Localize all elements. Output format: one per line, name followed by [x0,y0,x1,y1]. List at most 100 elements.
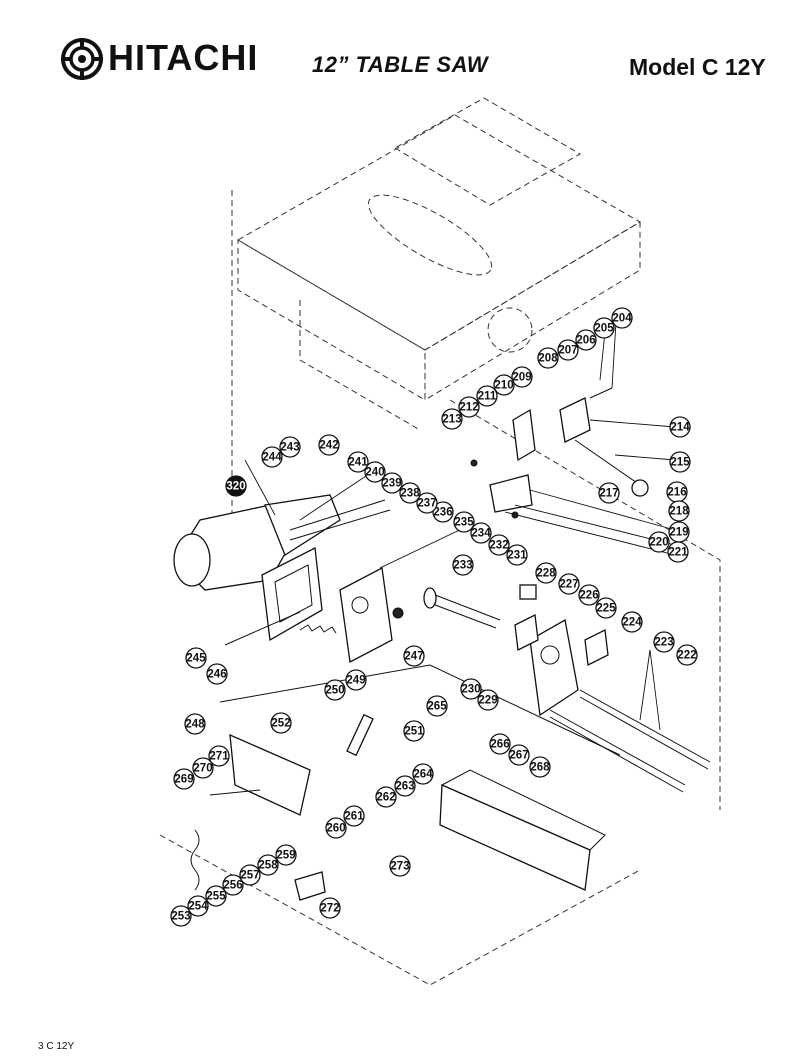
callout-label: 223 [654,637,673,649]
callout-269: 269 [173,768,195,790]
callout-216: 216 [666,481,688,503]
callout-label: 264 [413,769,433,781]
callout-label: 236 [433,507,452,519]
callout-label: 233 [453,560,472,572]
callout-label: 262 [376,792,395,804]
callout-label: 251 [404,726,424,738]
callout-label: 210 [494,380,513,392]
callout-213: 213 [441,408,463,430]
callout-label: 244 [262,452,282,464]
callout-label: 231 [507,550,527,562]
callout-204: 204 [611,307,633,329]
callout-label: 220 [649,537,668,549]
trunnion-bracket [339,566,404,664]
callout-label: 226 [579,590,598,602]
callout-label: 242 [319,440,338,452]
callout-label: 267 [509,750,528,762]
callout-256: 256 [222,874,244,896]
callout-label: 218 [669,506,689,518]
callout-label: 261 [344,811,364,823]
callout-label: 212 [459,402,478,414]
motor-assembly [173,479,391,591]
callout-label: 254 [188,901,208,913]
callout-229: 229 [477,689,499,711]
arbor-shaft [423,587,501,629]
callout-label: 237 [417,498,436,510]
callout-222: 222 [676,644,698,666]
callout-235: 235 [453,511,475,533]
callout-234: 234 [470,522,492,544]
callout-253: 253 [170,905,192,927]
callout-208: 208 [537,347,559,369]
callout-label: 270 [193,763,212,775]
callout-label: 258 [258,860,278,872]
callout-label: 320 [226,481,245,493]
lower-housing [190,664,621,901]
callout-227: 227 [558,573,580,595]
callout-label: 208 [538,353,558,365]
callout-236: 236 [432,501,454,523]
callout-250: 250 [324,679,346,701]
callout-label: 250 [325,685,344,697]
callout-262: 262 [375,786,397,808]
callout-label: 239 [382,478,401,490]
callout-223: 223 [653,631,675,653]
callout-206: 206 [575,329,597,351]
callout-258: 258 [257,854,279,876]
callout-221: 221 [667,541,689,563]
callout-215: 215 [669,451,691,473]
callout-252: 252 [270,712,292,734]
callout-263: 263 [394,775,416,797]
callout-207: 207 [557,339,579,361]
callout-210: 210 [493,374,515,396]
callout-270: 270 [192,757,214,779]
callout-268: 268 [529,756,551,778]
page-title: 12” TABLE SAW [312,52,489,77]
callout-label: 217 [599,488,618,500]
callout-label: 269 [174,774,193,786]
leader-lines [244,321,676,731]
callout-217: 217 [598,482,620,504]
callout-251: 251 [403,720,425,742]
callout-259: 259 [275,844,297,866]
callout-label: 211 [478,391,497,403]
trunnion-casting [514,584,609,717]
callout-label: 243 [280,442,299,454]
callout-label: 234 [471,528,491,540]
callout-265: 265 [426,695,448,717]
callout-264: 264 [412,763,434,785]
callout-271: 271 [208,745,230,767]
callout-label: 206 [576,335,595,347]
callout-260: 260 [325,817,347,839]
callout-label: 216 [667,487,686,499]
callout-label: 260 [326,823,345,835]
callout-label: 259 [276,850,295,862]
brand-name: HITACHI [108,37,259,78]
callout-label: 266 [490,739,509,751]
callout-label: 240 [365,467,384,479]
page-footer: 3 C 12Y [38,1041,75,1052]
callout-label: 248 [185,719,205,731]
callout-266: 266 [489,733,511,755]
callout-label: 219 [669,527,688,539]
callout-label: 227 [559,579,578,591]
callout-267: 267 [508,744,530,766]
callout-label: 235 [454,517,474,529]
callout-label: 228 [536,568,556,580]
callout-255: 255 [205,885,227,907]
callout-225: 225 [595,597,617,619]
guide-rods [549,689,711,793]
callout-238: 238 [399,482,421,504]
callout-243: 243 [279,436,301,458]
callout-205: 205 [593,317,615,339]
callout-240: 240 [364,461,386,483]
callout-254: 254 [187,895,209,917]
callout-230: 230 [460,678,482,700]
callout-261: 261 [343,805,365,827]
callout-label: 253 [171,911,190,923]
callout-228: 228 [535,562,557,584]
callout-label: 271 [209,751,229,763]
callout-label: 230 [461,684,480,696]
callout-237: 237 [416,492,438,514]
callout-244: 244 [261,446,283,468]
